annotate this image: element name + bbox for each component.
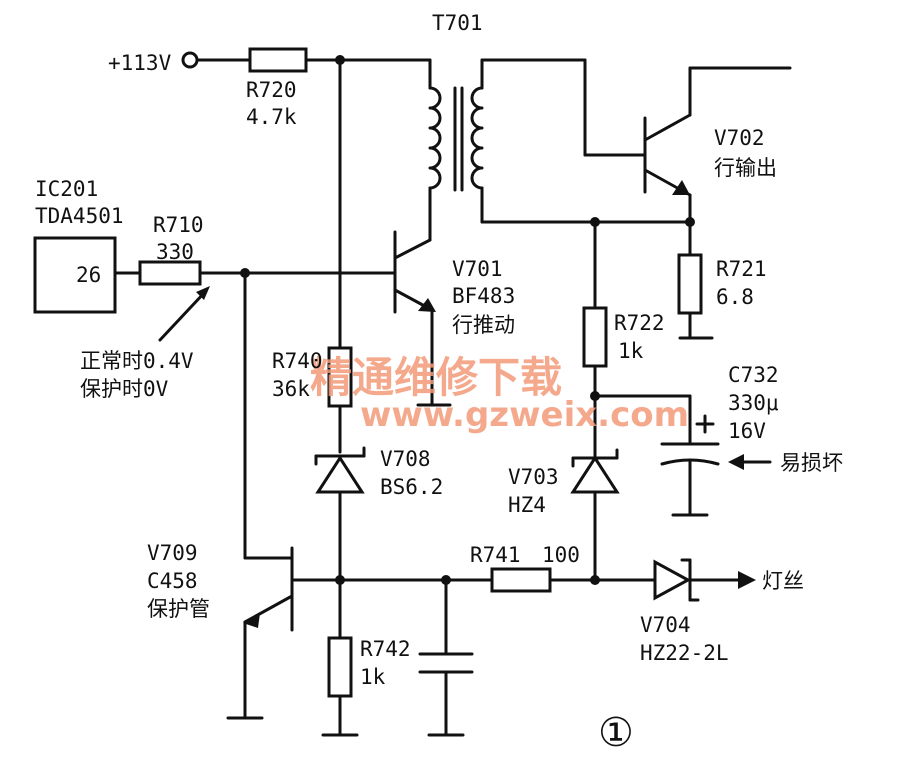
resistor-r741 xyxy=(490,567,552,593)
label-r721-value: 6.8 xyxy=(716,285,754,309)
diode-v704 xyxy=(653,558,756,602)
label-r742-value: 1k xyxy=(360,665,386,689)
watermark-chinese: 精通维修下载 xyxy=(310,353,562,402)
label-r741: R741 xyxy=(470,543,521,567)
label-v709: V709 xyxy=(147,541,198,565)
resistor-r721-group xyxy=(677,220,714,340)
label-v709-desc: 保护管 xyxy=(147,597,210,621)
label-v702-desc: 行输出 xyxy=(714,156,777,180)
label-r740: R740 xyxy=(272,349,323,373)
label-v709-part: C458 xyxy=(147,569,198,593)
label-v701-part: BF483 xyxy=(452,284,515,308)
watermark-url: www.gzweix.com xyxy=(360,395,689,435)
label-v704-part: HZ22-2L xyxy=(640,641,729,665)
supply-113v xyxy=(181,47,432,73)
transformer-t701 xyxy=(428,58,692,242)
label-note-normal: 正常时0.4V xyxy=(80,349,194,373)
transistor-v709 xyxy=(226,271,462,720)
resistor-r720 xyxy=(248,47,308,73)
resistor-r710 xyxy=(138,260,202,286)
label-v701-desc: 行推动 xyxy=(452,313,515,337)
label-tda4501: TDA4501 xyxy=(35,204,124,228)
resistor-r740-group xyxy=(327,58,353,454)
label-r710: R710 xyxy=(153,213,204,237)
label-c732: C732 xyxy=(728,363,779,387)
label-pin-26: 26 xyxy=(76,263,101,287)
ic-tda4501 xyxy=(33,236,117,314)
capacitor-filter xyxy=(418,575,474,737)
label-v702: V702 xyxy=(714,126,765,150)
label-figure-number: ① xyxy=(598,710,634,756)
label-r722-value: 1k xyxy=(618,339,644,363)
label-t701: T701 xyxy=(432,11,483,35)
label-r710-value: 330 xyxy=(156,240,194,264)
label-r741-value: 100 xyxy=(542,543,580,567)
resistor-r742-group xyxy=(321,578,359,737)
label-r720-value: 4.7k xyxy=(246,105,297,129)
label-c732-value: 330μ xyxy=(728,391,779,415)
label-v704: V704 xyxy=(640,613,691,637)
label-v701: V701 xyxy=(452,257,503,281)
label-ic201: IC201 xyxy=(35,177,98,201)
label-r721: R721 xyxy=(716,257,767,281)
label-r740-value: 36k xyxy=(272,377,310,401)
label-r742: R742 xyxy=(360,637,411,661)
label-v703-part: HZ4 xyxy=(508,493,546,517)
label-v703: V703 xyxy=(508,465,559,489)
label-v708: V708 xyxy=(380,447,431,471)
label-r720: R720 xyxy=(246,78,297,102)
zener-v703 xyxy=(570,455,620,494)
transistor-v701 xyxy=(393,230,452,407)
resistor-r741-group xyxy=(444,567,657,593)
label-c732-volt: 16V xyxy=(728,419,766,443)
r722-v703-group xyxy=(570,220,772,582)
supply-terminal xyxy=(181,51,199,69)
label-r722: R722 xyxy=(614,311,665,335)
label-v708-part: BS6.2 xyxy=(380,475,443,499)
resistor-r721 xyxy=(677,253,703,315)
resistor-r722 xyxy=(582,306,608,368)
resistor-r742 xyxy=(327,636,353,698)
label-filament: 灯丝 xyxy=(762,569,804,593)
transistor-v702 xyxy=(583,66,792,227)
label-note-protect: 保护时0V xyxy=(80,377,169,401)
label-c732-note: 易损坏 xyxy=(780,451,843,475)
measure-arrow xyxy=(158,290,207,342)
ic201-group xyxy=(33,236,397,342)
label-113v: +113V xyxy=(108,51,172,75)
zener-v708 xyxy=(314,446,366,585)
